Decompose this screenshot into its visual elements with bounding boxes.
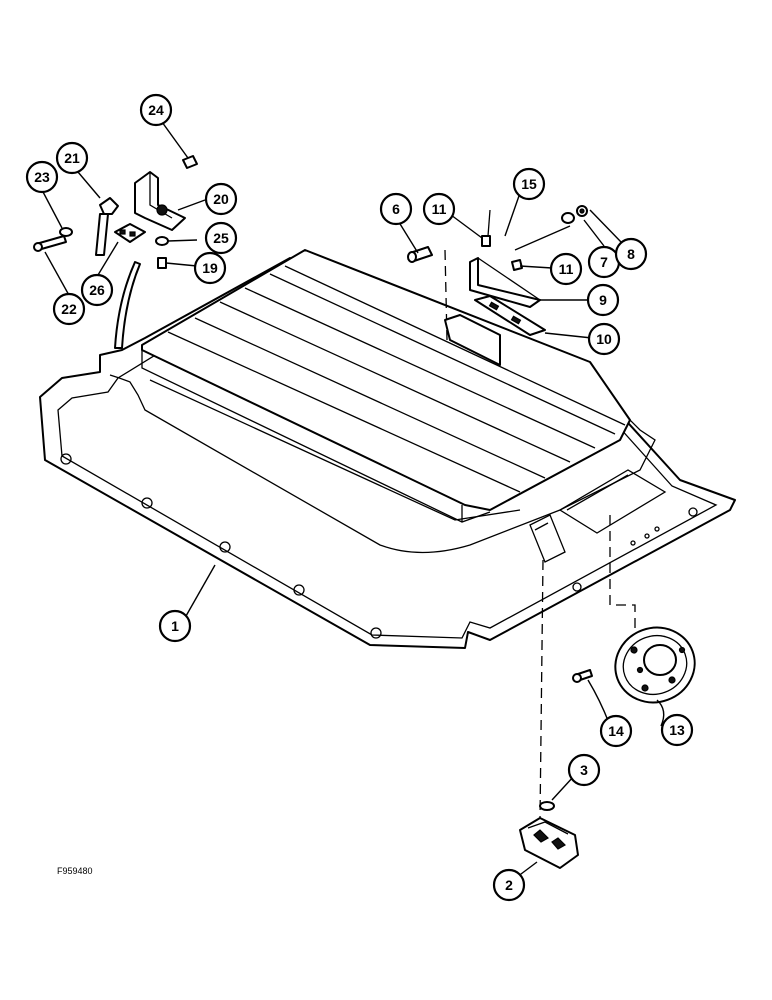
svg-text:2: 2: [505, 877, 513, 893]
svg-text:21: 21: [64, 150, 80, 166]
callout-19: 19: [193, 251, 227, 285]
callout-21: 21: [55, 141, 89, 175]
svg-text:15: 15: [521, 176, 537, 192]
callout-26: 26: [80, 273, 114, 307]
callout-7: 7: [587, 245, 621, 279]
callout-14: 14: [599, 714, 633, 748]
wire-harness: [114, 261, 141, 349]
callout-2: 2: [492, 868, 526, 902]
svg-text:13: 13: [669, 722, 685, 738]
svg-text:22: 22: [61, 301, 77, 317]
svg-text:8: 8: [627, 246, 635, 262]
callout-20: 20: [204, 182, 238, 216]
svg-text:23: 23: [34, 169, 50, 185]
speaker-assembly: [572, 626, 696, 704]
centerline-speaker: [609, 515, 636, 640]
svg-text:9: 9: [599, 292, 607, 308]
callout-25: 25: [204, 221, 238, 255]
switch-assembly: [33, 155, 198, 269]
callout-10: 10: [587, 322, 621, 356]
svg-text:11: 11: [559, 261, 574, 277]
callout-11-top: 11: [422, 192, 456, 226]
dome-light-assembly: [519, 801, 579, 869]
svg-text:3: 3: [580, 762, 588, 778]
svg-text:11: 11: [432, 201, 447, 217]
callout-3: 3: [567, 753, 601, 787]
figure-code: F959480: [57, 866, 93, 876]
centerline-light: [539, 559, 544, 821]
callout-15: 15: [512, 167, 546, 201]
bracket-assembly: [407, 205, 588, 366]
callout-8: 8: [614, 237, 648, 271]
svg-text:14: 14: [608, 723, 624, 739]
svg-text:26: 26: [89, 282, 105, 298]
callout-6: 6: [379, 192, 413, 226]
svg-text:20: 20: [213, 191, 229, 207]
callout-13: 13: [660, 713, 694, 747]
headliner-panel: [39, 249, 736, 649]
svg-text:1: 1: [171, 618, 179, 634]
callout-23: 23: [25, 160, 59, 194]
svg-text:10: 10: [596, 331, 612, 347]
svg-text:25: 25: [213, 230, 229, 246]
callout-22: 22: [52, 292, 86, 326]
callout-9: 9: [586, 283, 620, 317]
callout-11-right: 11: [549, 252, 583, 286]
callout-1: 1: [158, 609, 192, 643]
svg-text:6: 6: [392, 201, 400, 217]
svg-text:24: 24: [148, 102, 164, 118]
svg-text:7: 7: [600, 254, 608, 270]
svg-text:19: 19: [202, 260, 218, 276]
callout-24: 24: [139, 93, 173, 127]
